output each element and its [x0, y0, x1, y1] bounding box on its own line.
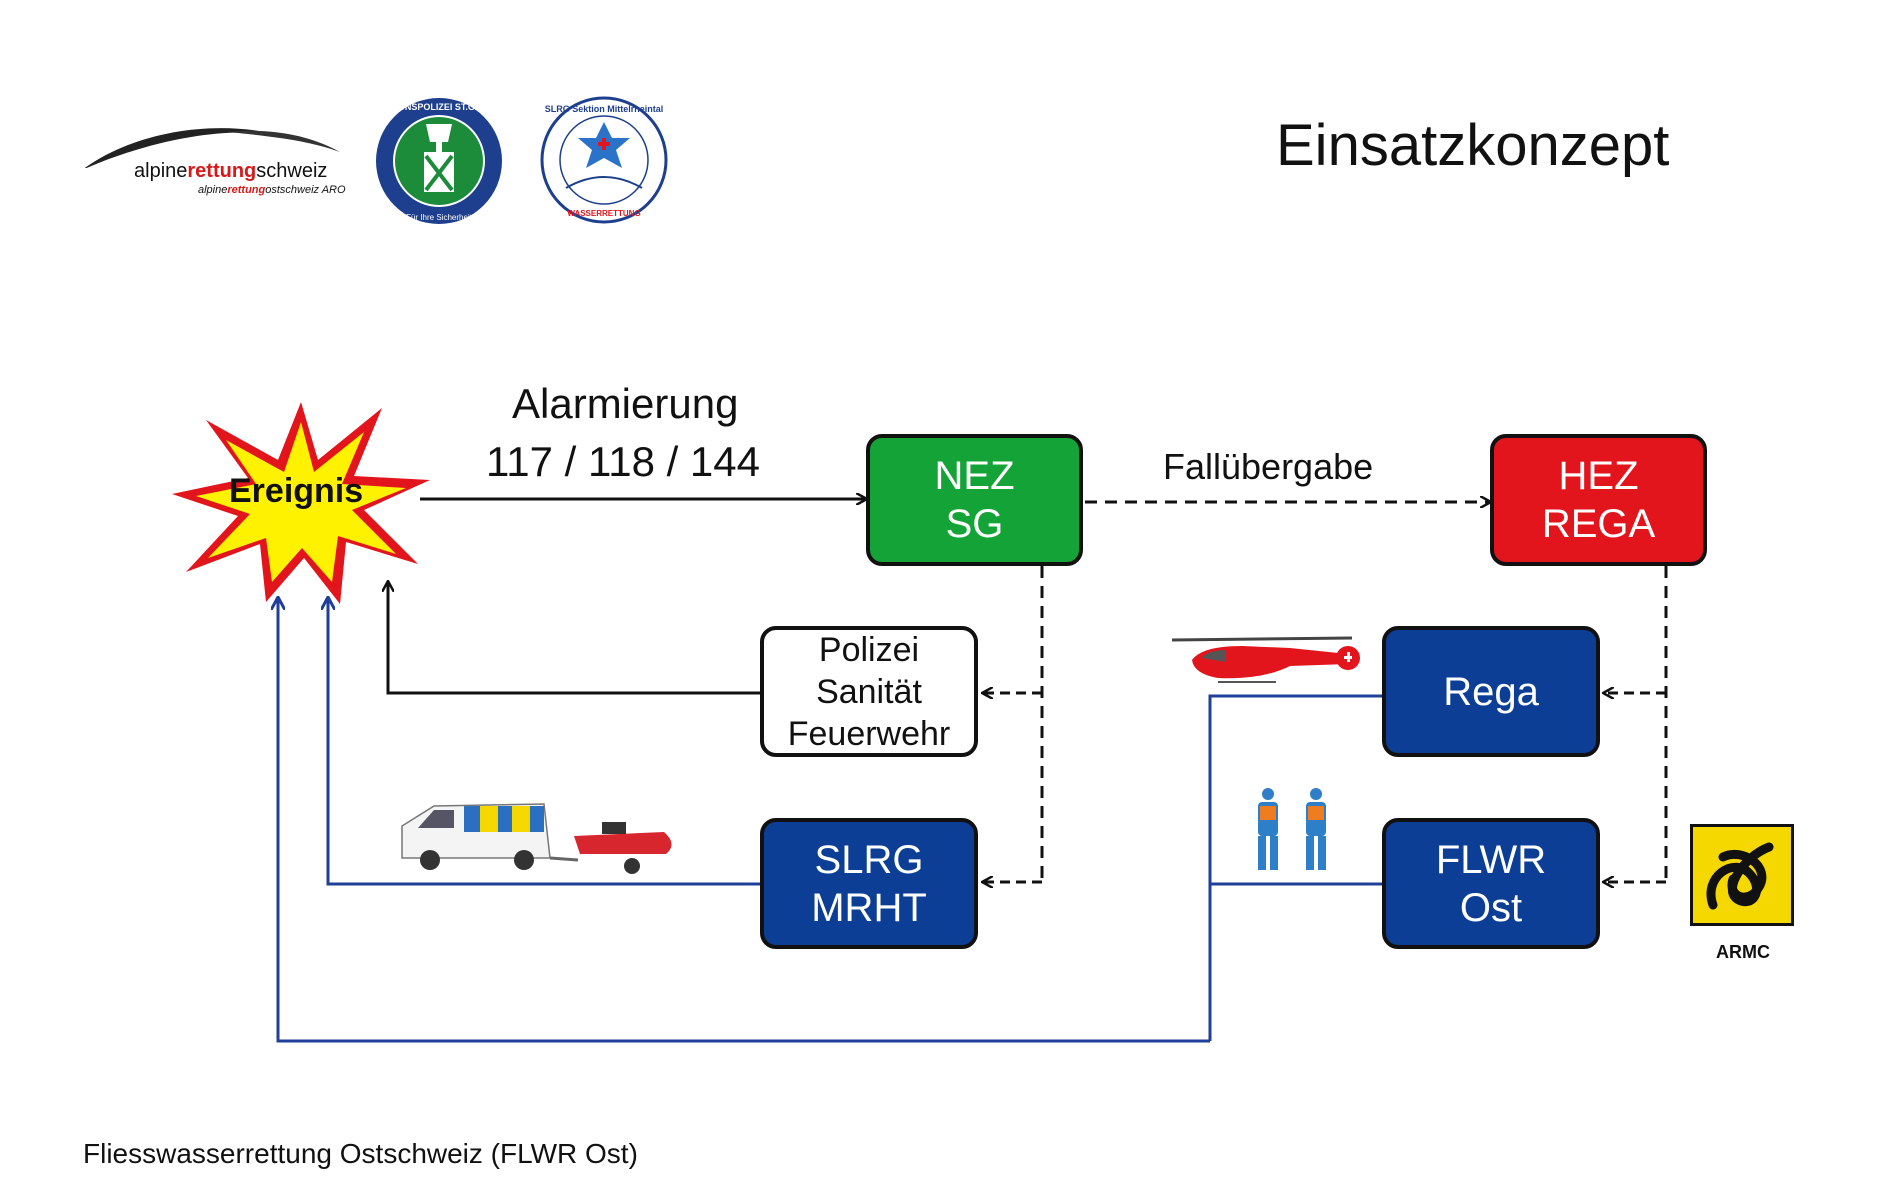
- nez-line2: SG: [945, 502, 1004, 546]
- nez-line1: NEZ: [934, 454, 1015, 498]
- alpinerettung-logo: alpinerettungschweiz alpinerettungostsch…: [78, 118, 348, 198]
- hez-line2: REGA: [1541, 502, 1656, 546]
- armc-label: ARMC: [1716, 942, 1770, 962]
- rega-flwr-to-event-arrow: [278, 598, 1210, 1043]
- slrg-line2: MRHT: [811, 885, 927, 930]
- flwr-ost-box: FLWR Ost: [1382, 818, 1600, 949]
- services-to-event-arrow: [388, 582, 764, 695]
- services-ambulance: Sanität: [816, 672, 922, 711]
- rega-line1: Rega: [1443, 669, 1539, 714]
- event-label: Ereignis: [229, 472, 364, 510]
- police-logo-ring-text: KANTONSPOLIZEI ST.GALLEN: [374, 102, 504, 112]
- handover-label: Fallübergabe: [1163, 446, 1374, 487]
- alpinerettung-swoosh-icon: [84, 128, 340, 168]
- slrg-mrht-box: SLRG MRHT: [760, 818, 978, 949]
- alarm-numbers: 117 / 118 / 144: [486, 438, 761, 485]
- slrg-logo-ring-text: SLRG Sektion Mittelrheintal: [545, 104, 664, 114]
- services-box: Polizei Sanität Feuerwehr: [760, 626, 978, 757]
- hez-line1: HEZ: [1558, 454, 1639, 498]
- armc-logo: [1690, 824, 1794, 926]
- event-starburst-icon: [172, 402, 430, 604]
- page-title: Einsatzkonzept: [1276, 113, 1670, 178]
- hez-rega-box: HEZ REGA: [1490, 434, 1707, 566]
- rega-helicopter-icon: [1172, 636, 1360, 683]
- services-fire: Feuerwehr: [787, 714, 951, 753]
- nez-sg-box: NEZ SG: [866, 434, 1083, 566]
- water-rescuers-icon: [1258, 788, 1326, 870]
- services-police: Polizei: [818, 630, 920, 669]
- slrg-logo: SLRG Sektion Mittelrheintal WASSERRETTUN…: [540, 96, 668, 224]
- slrg-to-event-arrow: [328, 598, 764, 886]
- flwr-line2: Ost: [1459, 885, 1523, 930]
- rescue-van-with-boat-icon: [401, 803, 672, 874]
- slrg-logo-bottom-text: WASSERRETTUNG: [567, 209, 640, 218]
- flwr-line1: FLWR: [1435, 837, 1547, 882]
- police-logo-bottom-text: Für Ihre Sicherheit: [406, 213, 473, 222]
- kantonspolizei-logo: KANTONSPOLIZEI ST.GALLEN Für Ihre Sicher…: [374, 98, 504, 224]
- rega-box: Rega: [1382, 626, 1600, 757]
- alarm-label: Alarmierung: [512, 380, 739, 427]
- footer-text: Fliesswasserrettung Ostschweiz (FLWR Ost…: [83, 1138, 638, 1169]
- knot-icon: [1706, 842, 1774, 910]
- slrg-line1: SLRG: [814, 837, 924, 882]
